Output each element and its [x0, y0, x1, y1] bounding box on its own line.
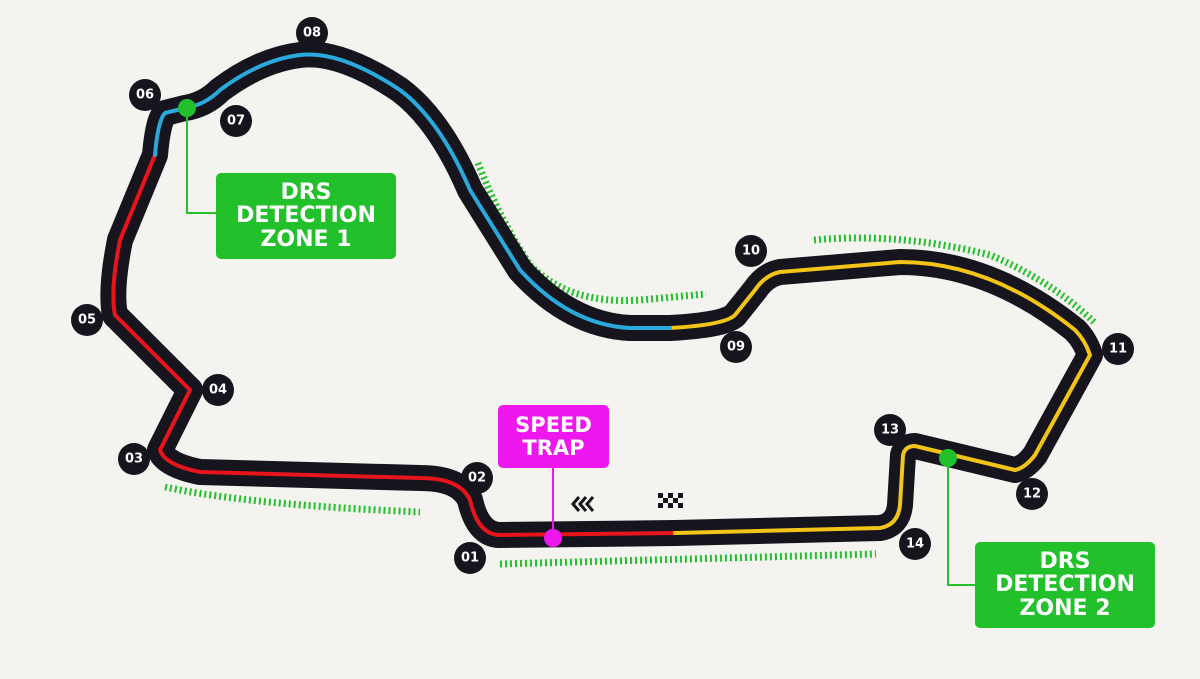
corner-badge: 02 — [461, 462, 493, 494]
corner-badge-circle — [296, 17, 328, 49]
sector-1-line — [111, 153, 677, 537]
drs1-callout-line — [186, 108, 216, 214]
corner-badge: 06 — [129, 79, 161, 111]
corner-badge-circle — [720, 331, 752, 363]
corner-badge-circle — [899, 528, 931, 560]
speed-trap-label: SPEED TRAP — [498, 405, 609, 468]
corner-badge-circle — [454, 542, 486, 574]
label-line: ZONE 1 — [260, 226, 352, 252]
corner-badge-circle — [1016, 478, 1048, 510]
speed-trap-point — [544, 529, 562, 547]
drs-detection-zone-1-label: DRS DETECTION ZONE 1 — [216, 173, 396, 259]
label-line: DRS — [280, 180, 332, 206]
label-line: SPEED — [515, 413, 592, 438]
corner-badge: 14 — [899, 528, 931, 560]
drs-zone-marker — [499, 550, 877, 568]
label-line: TRAP — [522, 435, 585, 460]
corner-badge-circle — [71, 304, 103, 336]
corner-number: 04 — [209, 383, 227, 398]
corner-number: 11 — [1109, 342, 1127, 357]
corner-number: 07 — [227, 114, 245, 129]
corner-badge: 01 — [454, 542, 486, 574]
drs1-detection-point — [178, 99, 196, 117]
corner-badge: 11 — [1102, 333, 1134, 365]
corner-badge: 10 — [735, 235, 767, 267]
corner-number: 10 — [742, 244, 760, 259]
corner-badge: 03 — [118, 443, 150, 475]
corner-badge-circle — [461, 462, 493, 494]
drs-zones — [164, 161, 1097, 568]
label-line: DETECTION — [236, 203, 376, 229]
label-line: DRS — [1039, 549, 1091, 575]
corner-badge: 05 — [71, 304, 103, 336]
chevrons-left-icon — [571, 496, 595, 512]
drs-detection-zone-2-label: DRS DETECTION ZONE 2 — [975, 542, 1155, 628]
sector-3-line — [668, 260, 1092, 535]
corner-badge-circle — [202, 374, 234, 406]
corner-number: 05 — [78, 313, 96, 328]
corner-number: 06 — [136, 88, 154, 103]
drs-zone-marker — [813, 234, 1097, 325]
corner-badge: 09 — [720, 331, 752, 363]
corner-badge-circle — [874, 414, 906, 446]
corner-number: 13 — [881, 423, 899, 438]
corner-number: 01 — [461, 551, 479, 566]
corner-number: 14 — [906, 537, 924, 552]
corner-badge: 07 — [220, 105, 252, 137]
drs-zone-marker — [164, 483, 421, 516]
corner-number: 08 — [303, 26, 321, 41]
corner-badge: 12 — [1016, 478, 1048, 510]
corner-badge: 13 — [874, 414, 906, 446]
drs2-callout-line — [947, 458, 975, 586]
corner-badge-circle — [1102, 333, 1134, 365]
corner-badge-circle — [220, 105, 252, 137]
corner-number: 09 — [727, 340, 745, 355]
corner-number: 03 — [125, 452, 143, 467]
corner-badge-circle — [129, 79, 161, 111]
label-line: DETECTION — [995, 572, 1135, 598]
label-line: ZONE 2 — [1019, 595, 1111, 621]
corner-number: 12 — [1023, 487, 1041, 502]
corner-badge-circle — [735, 235, 767, 267]
corner-badge-circle — [118, 443, 150, 475]
corner-badge: 08 — [296, 17, 328, 49]
checkered-flag-icon — [658, 493, 683, 508]
drs2-detection-point — [939, 449, 957, 467]
corner-number: 02 — [468, 471, 486, 486]
corner-badge: 04 — [202, 374, 234, 406]
